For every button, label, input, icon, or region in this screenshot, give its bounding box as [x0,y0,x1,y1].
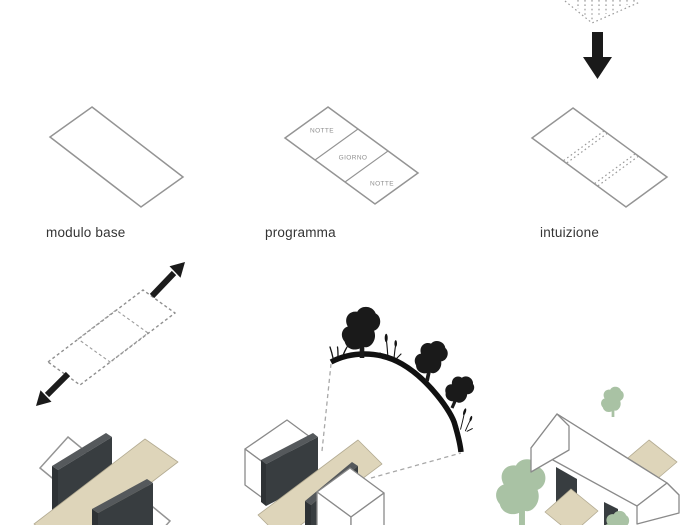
beige-plane [33,438,179,525]
view-cone-model [244,306,479,525]
programma-section-label-notte-2: NOTTE [369,180,395,188]
step-label-modulo-base: modulo base [46,225,126,240]
programma-section-label-notte-1: NOTTE [309,127,335,135]
view-ray [370,452,462,479]
expand-arrow-sw-icon [36,371,71,406]
house-model [496,386,680,525]
intuizione-diagram [530,107,669,208]
tree-icon [341,306,381,358]
stretched-module-diagram [36,262,185,406]
modulo-base-diagram [48,106,185,208]
dark-wall [261,433,318,506]
view-ray [321,363,332,452]
arrow-down-icon [583,32,612,79]
programma-diagram [283,106,420,205]
crossed-planes-model [33,433,179,525]
dark-wall [92,479,153,525]
grass-icon [329,346,348,359]
beige-plane [257,439,383,525]
white-box [316,467,385,525]
step-label-programma: programma [265,225,336,240]
module-core-plane [77,309,149,363]
programma-section-label-giorno: GIORNO [338,154,368,162]
tree-icon [601,386,624,417]
beige-plane [544,488,599,525]
step-label-intuizione: intuizione [540,225,600,240]
tree-icon [496,459,546,525]
expand-arrow-ne-icon [149,262,185,299]
dotted-volume-fragment [564,0,641,24]
gabled-house-volume [530,413,680,525]
landscape-arc [329,351,464,453]
